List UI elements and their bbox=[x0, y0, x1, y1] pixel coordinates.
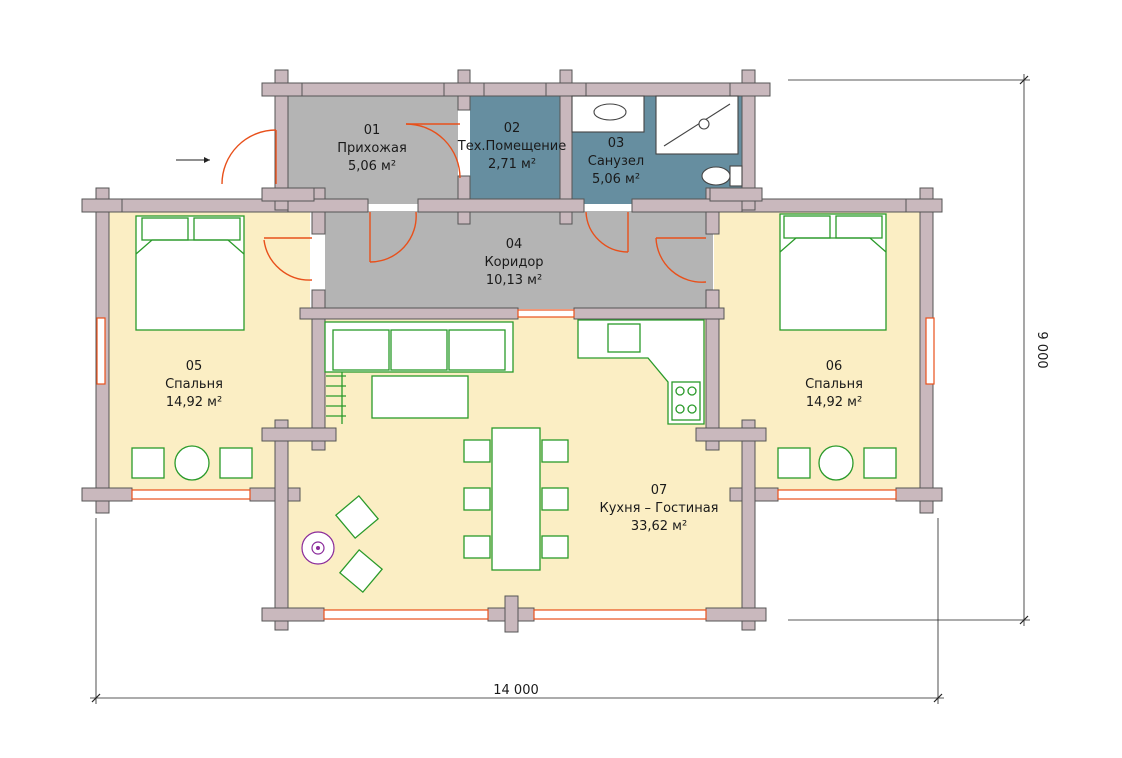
dimension-height: 9 000 bbox=[1034, 331, 1049, 368]
room-06-area: 14,92 м² bbox=[806, 395, 862, 410]
floor-tech-room bbox=[470, 96, 560, 204]
room-01-name: Прихожая bbox=[337, 141, 407, 156]
armchair-2 bbox=[338, 548, 384, 594]
bathroom-fixtures bbox=[571, 95, 743, 187]
room-01-number: 01 bbox=[364, 123, 381, 138]
room-03-number: 03 bbox=[608, 136, 625, 151]
dining-table bbox=[463, 427, 569, 571]
room-06-number: 06 bbox=[826, 359, 843, 374]
room-02-number: 02 bbox=[504, 121, 521, 136]
armchair-1 bbox=[334, 494, 380, 540]
floor-corridor bbox=[325, 211, 713, 309]
room-03-area: 5,06 м² bbox=[592, 172, 640, 187]
room-03-name: Санузел bbox=[588, 154, 644, 169]
room-05-number: 05 bbox=[186, 359, 203, 374]
doors bbox=[176, 123, 707, 283]
room-labels: 01 Прихожая 5,06 м² 02 Тех.Помещение 2,7… bbox=[165, 121, 863, 534]
room-07-area: 33,62 м² bbox=[631, 519, 687, 534]
room-05-name: Спальня bbox=[165, 377, 223, 392]
room-04-name: Коридор bbox=[484, 255, 543, 270]
shelf bbox=[326, 372, 346, 424]
floor-entry bbox=[288, 96, 458, 204]
room-01-area: 5,06 м² bbox=[348, 159, 396, 174]
bed-right bbox=[779, 213, 887, 331]
room-04-number: 04 bbox=[506, 237, 523, 252]
room-02-name: Тех.Помещение bbox=[457, 139, 567, 154]
room-05-area: 14,92 м² bbox=[166, 395, 222, 410]
windows bbox=[96, 309, 935, 620]
dimension-width: 14 000 bbox=[493, 683, 539, 698]
dimension-lines: 14 000 9 000 bbox=[90, 74, 1049, 704]
room-07-number: 07 bbox=[651, 483, 668, 498]
room-02-area: 2,71 м² bbox=[488, 157, 536, 172]
room-06-name: Спальня bbox=[805, 377, 863, 392]
bed-left bbox=[135, 215, 245, 331]
coffee-table bbox=[371, 375, 469, 419]
bedroom-left-table-set bbox=[131, 445, 253, 481]
kitchen-counter bbox=[577, 319, 705, 425]
bedroom-right-table-set bbox=[777, 445, 897, 481]
furniture bbox=[131, 95, 897, 594]
room-07-name: Кухня – Гостиная bbox=[599, 501, 718, 516]
plant bbox=[301, 531, 335, 565]
sofa bbox=[324, 321, 514, 373]
room-04-area: 10,13 м² bbox=[486, 273, 542, 288]
